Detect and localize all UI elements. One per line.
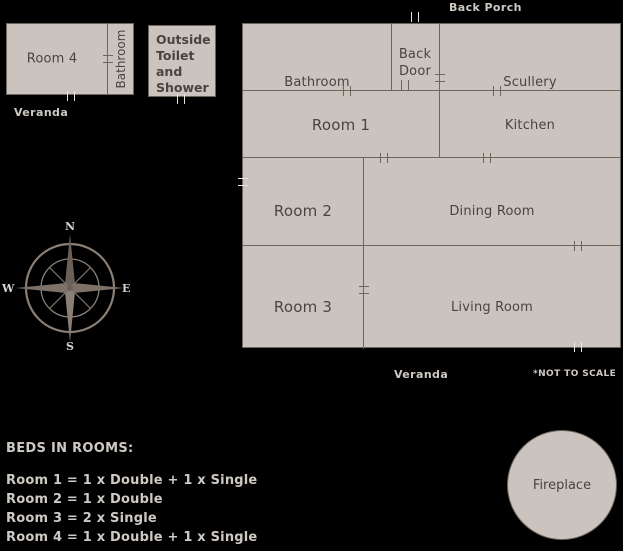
beds-legend: BEDS IN ROOMS: Room 1 = 1 x Double + 1 x… (6, 441, 257, 547)
legend-title: BEDS IN ROOMS: (6, 441, 134, 456)
room1-label: Room 1 (311, 116, 371, 134)
main-house-block: Bathroom Back Door Scullery Room 1 Kitch… (238, 12, 621, 352)
scullery-label: Scullery (503, 75, 557, 90)
legend-line: Room 2 = 1 x Double (6, 492, 163, 507)
room2-label: Room 2 (273, 202, 333, 220)
kitchen-label: Kitchen (504, 118, 556, 133)
wall-room2-dining (363, 157, 364, 245)
fireplace-shape: Fireplace (507, 430, 617, 540)
fireplace-label: Fireplace (532, 477, 592, 493)
compass-east-label: E (122, 282, 131, 295)
back-porch-caption: Back Porch (449, 1, 522, 14)
bathroom-label: Bathroom (284, 75, 350, 90)
veranda-bottom-caption: Veranda (394, 368, 449, 381)
room4-label: Room 4 (26, 51, 78, 67)
living-room-label: Living Room (450, 300, 533, 315)
wall-row1-row2 (242, 90, 621, 91)
wall-row3-row4 (242, 245, 621, 246)
outside-toilet-block: Outside Toilet and Shower (148, 25, 216, 104)
compass-west-label: W (2, 282, 15, 295)
back-door-label: Back Door (398, 47, 432, 79)
room3-label: Room 3 (273, 298, 333, 316)
left-unit-block: Room 4 Bathroom (6, 23, 135, 101)
not-to-scale-note: *NOT TO SCALE (533, 369, 617, 379)
compass-south-label: S (66, 340, 74, 353)
room4-bathroom-partition (107, 24, 108, 94)
dining-room-label: Dining Room (449, 204, 535, 219)
compass-icon (16, 234, 124, 342)
wall-backdoor-scullery (439, 23, 440, 157)
left-bathroom-label: Bathroom (114, 29, 128, 89)
compass-rose: N S W E (2, 220, 131, 353)
outside-toilet-label: Outside Toilet and Shower (156, 32, 211, 95)
legend-line: Room 3 = 2 x Single (6, 511, 157, 526)
legend-line: Room 4 = 1 x Double + 1 x Single (6, 530, 258, 545)
compass-north-label: N (65, 220, 76, 233)
veranda-left-caption: Veranda (14, 106, 69, 119)
wall-room3-living (363, 245, 364, 349)
left-bathroom-cell: Bathroom (107, 24, 135, 94)
legend-line: Room 1 = 1 x Double + 1 x Single (6, 473, 258, 488)
wall-bathroom-backdoor (391, 23, 392, 90)
wall-row2-row3 (242, 157, 621, 158)
